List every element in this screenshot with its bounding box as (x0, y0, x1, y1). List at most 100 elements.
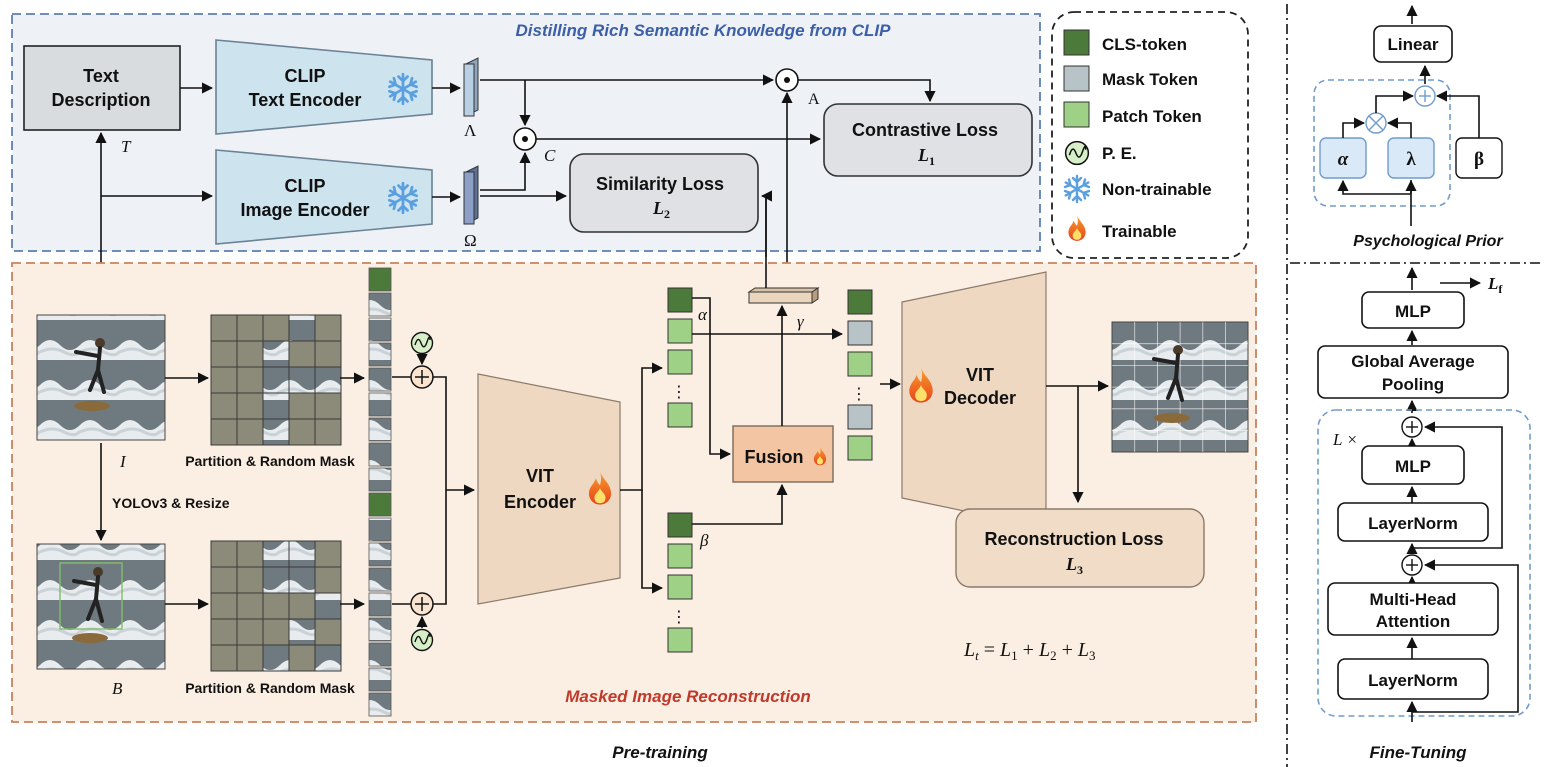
grid-cell (210, 366, 238, 394)
clip-section-title: Distilling Rich Semantic Knowledge from … (516, 21, 892, 40)
c-symbol: C (544, 146, 556, 165)
pe-icon (1064, 140, 1090, 166)
grid-cell (210, 540, 238, 568)
mlp-inner-label: MLP (1395, 457, 1431, 476)
grid-cell (262, 418, 290, 446)
layernorm-2-node (1337, 658, 1489, 700)
grid-cell (262, 618, 290, 646)
clip-text-encoder-line1: CLIP (284, 66, 325, 86)
patch-token (667, 318, 693, 344)
contrastive-loss-symbol: L (917, 145, 929, 165)
grid-cell (288, 314, 316, 342)
vit-decoder: VIT Decoder (901, 271, 1047, 529)
svg-text:L3: L3 (1065, 554, 1083, 577)
mask-token (847, 404, 873, 430)
clip-text-encoder: CLIP Text Encoder (215, 39, 433, 135)
image-feature-bar (463, 165, 479, 225)
grid-cell (210, 392, 238, 420)
grid-cell (314, 392, 342, 420)
fusion-node: Fusion (732, 425, 834, 483)
clip-image-encoder-line2: Image Encoder (240, 200, 369, 220)
grid-cell (314, 340, 342, 368)
reconstruction-loss-subscript: 3 (1077, 563, 1083, 577)
grid-cell (262, 566, 290, 594)
lx-label: L × (1332, 430, 1358, 449)
ellipsis: ⋮ (851, 384, 867, 403)
grid-cell (288, 644, 316, 672)
lf-subscript: f (1498, 282, 1503, 296)
decoder-input-tokens: ⋮ (847, 289, 873, 461)
cls-token (847, 289, 873, 315)
grid-cell (262, 340, 290, 368)
grid-cell (236, 340, 264, 368)
patch-token (368, 567, 392, 592)
grid-cell (236, 592, 264, 620)
legend-pe-label: P. E. (1102, 144, 1137, 163)
patch-token (368, 417, 392, 442)
patch-token (368, 367, 392, 392)
fusion-label: Fusion (745, 447, 804, 467)
grid-cell (288, 592, 316, 620)
ellipsis: ⋮ (671, 382, 687, 401)
a-symbol: A (808, 91, 820, 108)
legend: CLS-token Mask Token Patch Token P. E. N… (1051, 11, 1249, 259)
partition-label-1: Partition & Random Mask (185, 453, 355, 469)
gamma-bar (747, 287, 820, 304)
similarity-loss-subscript: 2 (664, 207, 670, 221)
grid-cell (288, 566, 316, 594)
gap-label-2: Pooling (1382, 375, 1444, 394)
omega-symbol: Ω (464, 231, 477, 250)
gamma-symbol: γ (797, 312, 805, 331)
total-loss-equation: Lt = L1 + L2 + L3 (963, 639, 1095, 663)
mlp-top-label: MLP (1395, 302, 1431, 321)
grid-cell (236, 418, 264, 446)
encoder-tokens-1: ⋮ (667, 287, 693, 428)
finetuning-title: Fine-Tuning (1370, 743, 1468, 762)
grid-cell (288, 340, 316, 368)
grid-cell (314, 618, 342, 646)
input-image-b (36, 543, 166, 670)
pe-icon (410, 628, 434, 652)
pretraining-label: Pre-training (612, 743, 708, 762)
grid-cell (236, 314, 264, 342)
partition-label-2: Partition & Random Mask (185, 680, 355, 696)
grid-cell (210, 314, 238, 342)
psych-prior-title: Psychological Prior (1353, 233, 1503, 250)
alpha-label: α (1338, 149, 1349, 170)
grid-cell (262, 366, 290, 394)
yolo-label: YOLOv3 & Resize (112, 495, 230, 511)
patch-token (667, 574, 693, 600)
lf-symbol: L (1487, 274, 1498, 293)
patch-sequence-2 (368, 492, 392, 717)
legend-patch-label: Patch Token (1102, 107, 1202, 126)
patch-token (368, 642, 392, 667)
legend-mask-swatch (1063, 65, 1090, 92)
t-symbol: T (121, 137, 132, 156)
clip-image-encoder: CLIP Image Encoder (215, 149, 433, 245)
grid-cell (210, 418, 238, 446)
layernorm-1-label: LayerNorm (1368, 514, 1458, 533)
i-symbol: I (119, 452, 127, 471)
ellipsis: ⋮ (671, 607, 687, 626)
grid-cell (210, 340, 238, 368)
legend-patch-swatch (1063, 101, 1090, 128)
legend-mask-label: Mask Token (1102, 70, 1198, 89)
patch-token (847, 351, 873, 377)
patch-token (368, 517, 392, 542)
grid-cell (314, 592, 342, 620)
contrastive-loss-label: Contrastive Loss (852, 120, 998, 140)
mha-node (1327, 582, 1499, 636)
linear-node (1373, 25, 1453, 63)
surfer-figure (72, 567, 108, 643)
grid-cell (288, 618, 316, 646)
patch-token (368, 467, 392, 492)
layernorm-1-node (1337, 502, 1489, 542)
contrastive-loss-node: Contrastive Loss L1 (823, 103, 1033, 177)
mask-token (847, 320, 873, 346)
similarity-loss-label: Similarity Loss (596, 174, 724, 194)
bounding-box (59, 562, 123, 630)
patch-token (667, 349, 693, 375)
patch-token (667, 402, 693, 428)
text-description-label-1: Text (83, 66, 119, 86)
